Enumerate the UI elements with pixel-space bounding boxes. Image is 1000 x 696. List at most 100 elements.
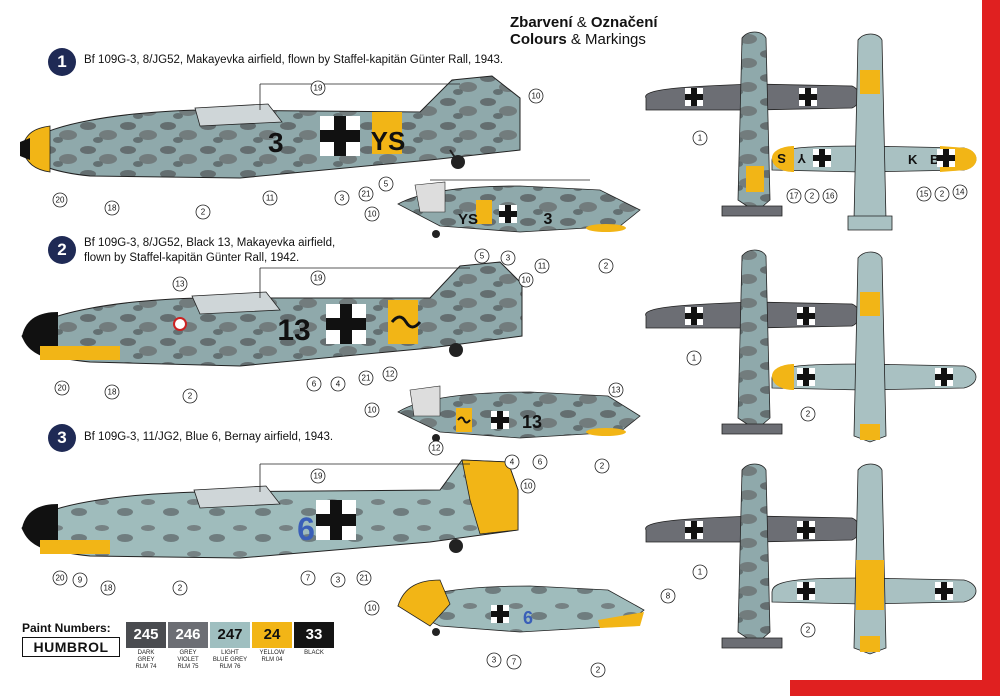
paint-chip-24: 24 xyxy=(252,622,292,648)
scheme-3-callouts: 20 9 18 2 7 3 21 19 10 10 3 7 2 8 1 2 xyxy=(52,468,816,678)
scheme-1-small-numeral: 3 xyxy=(544,211,553,228)
scheme-1-fuselage-numeral: 3 xyxy=(268,127,284,158)
svg-text:18: 18 xyxy=(104,584,113,593)
scheme-2-callouts: 13 20 18 2 6 4 21 12 19 10 10 12 4 6 2 1… xyxy=(54,270,816,474)
svg-text:2: 2 xyxy=(604,262,609,271)
svg-text:7: 7 xyxy=(512,658,517,667)
svg-text:6: 6 xyxy=(538,458,543,467)
scheme-1-top-plan xyxy=(645,31,860,217)
svg-text:10: 10 xyxy=(368,210,377,219)
scheme-1-badge: 1 xyxy=(48,48,76,76)
humbrol-logo: HUMBROL xyxy=(22,637,120,657)
svg-text:21: 21 xyxy=(362,374,371,383)
svg-text:2: 2 xyxy=(178,584,183,593)
scheme-3-small-view: 6 xyxy=(397,579,645,636)
svg-text:11: 11 xyxy=(538,262,547,271)
svg-text:13: 13 xyxy=(176,280,185,289)
svg-text:3: 3 xyxy=(340,194,345,203)
scheme-3-small-numeral: 6 xyxy=(523,608,533,628)
scheme-1-wing-code-right: B xyxy=(930,152,939,167)
svg-text:2: 2 xyxy=(810,192,815,201)
svg-text:19: 19 xyxy=(314,84,323,93)
svg-text:7: 7 xyxy=(306,574,311,583)
svg-text:20: 20 xyxy=(56,196,65,205)
svg-text:2: 2 xyxy=(600,462,605,471)
sheet-title: Zbarvení & Označení Colours & Markings xyxy=(510,14,658,48)
scheme-1-wing-code-left: S xyxy=(777,151,786,166)
scheme-3-badge: 3 xyxy=(48,424,76,452)
svg-text:18: 18 xyxy=(108,204,117,213)
svg-text:2: 2 xyxy=(188,392,193,401)
svg-text:19: 19 xyxy=(314,472,323,481)
svg-text:18: 18 xyxy=(108,388,117,397)
paint-chip-245: 245 xyxy=(126,622,166,648)
svg-text:4: 4 xyxy=(510,458,515,467)
svg-text:3: 3 xyxy=(336,576,341,585)
svg-text:9: 9 xyxy=(78,576,83,585)
scheme-3-top-plan xyxy=(645,463,860,649)
svg-text:14: 14 xyxy=(956,188,965,197)
scheme-2-bottom-plan xyxy=(771,251,977,443)
svg-text:21: 21 xyxy=(362,190,371,199)
svg-text:12: 12 xyxy=(432,444,441,453)
scheme-3-fuselage-numeral: 6 xyxy=(297,511,315,547)
svg-text:2: 2 xyxy=(940,190,945,199)
scheme-1-side-view: 3 YS xyxy=(20,75,521,179)
svg-text:2: 2 xyxy=(201,208,206,217)
svg-text:13: 13 xyxy=(612,386,621,395)
paint-chip-247: 247 xyxy=(210,622,250,648)
scheme-1-callouts: 20 18 2 11 3 21 5 19 10 10 5 3 11 2 1 17… xyxy=(52,80,968,274)
scheme-2-fuselage-numeral: 13 xyxy=(277,314,310,347)
svg-text:10: 10 xyxy=(532,92,541,101)
scheme-2-small-view: 13 xyxy=(397,385,641,442)
scheme-2-badge: 2 xyxy=(48,236,76,264)
scheme-1-bottom-plan: S Y B K xyxy=(771,33,977,231)
paint-chip-33-label: BLACK xyxy=(304,650,324,656)
svg-text:6: 6 xyxy=(312,380,317,389)
scheme-2-small-numeral: 13 xyxy=(522,412,542,432)
svg-text:15: 15 xyxy=(920,190,929,199)
scheme-1-small-letters: YS xyxy=(458,211,478,228)
svg-text:2: 2 xyxy=(806,626,811,635)
scheme-1-fuselage-letters: YS xyxy=(371,126,406,156)
svg-text:3: 3 xyxy=(492,656,497,665)
scheme-1-wing-code-left2: Y xyxy=(797,151,806,166)
svg-text:5: 5 xyxy=(384,180,389,189)
scheme-1-description: Bf 109G-3, 8/JG52, Makayevka airfield, f… xyxy=(84,54,504,66)
scheme-2-description: Bf 109G-3, 8/JG52, Black 13, Makayevka a… xyxy=(84,237,336,264)
svg-text:1: 1 xyxy=(698,568,703,577)
svg-text:10: 10 xyxy=(524,482,533,491)
svg-text:21: 21 xyxy=(360,574,369,583)
svg-text:5: 5 xyxy=(480,252,485,261)
svg-text:10: 10 xyxy=(368,406,377,415)
svg-text:4: 4 xyxy=(336,380,341,389)
scheme-1-wing-code-right2: K xyxy=(908,152,918,167)
svg-text:3: 3 xyxy=(506,254,511,263)
svg-text:12: 12 xyxy=(386,370,395,379)
svg-text:16: 16 xyxy=(826,192,835,201)
svg-text:8: 8 xyxy=(666,592,671,601)
svg-text:20: 20 xyxy=(56,574,65,583)
sheet-background xyxy=(790,0,982,680)
scheme-3-bottom-plan xyxy=(771,463,977,655)
paint-chip-33: 33 xyxy=(294,622,334,648)
svg-text:20: 20 xyxy=(58,384,67,393)
scheme-1-small-view: YS 3 xyxy=(397,179,641,238)
scheme-2-top-plan xyxy=(645,249,860,435)
svg-text:2: 2 xyxy=(596,666,601,675)
svg-text:10: 10 xyxy=(522,276,531,285)
svg-text:11: 11 xyxy=(266,194,275,203)
paint-chip-246: 246 xyxy=(168,622,208,648)
svg-text:10: 10 xyxy=(368,604,377,613)
scheme-3-side-view: 6 xyxy=(21,459,519,559)
svg-text:2: 2 xyxy=(806,410,811,419)
svg-text:1: 1 xyxy=(692,354,697,363)
svg-text:19: 19 xyxy=(314,274,323,283)
svg-text:17: 17 xyxy=(790,192,799,201)
